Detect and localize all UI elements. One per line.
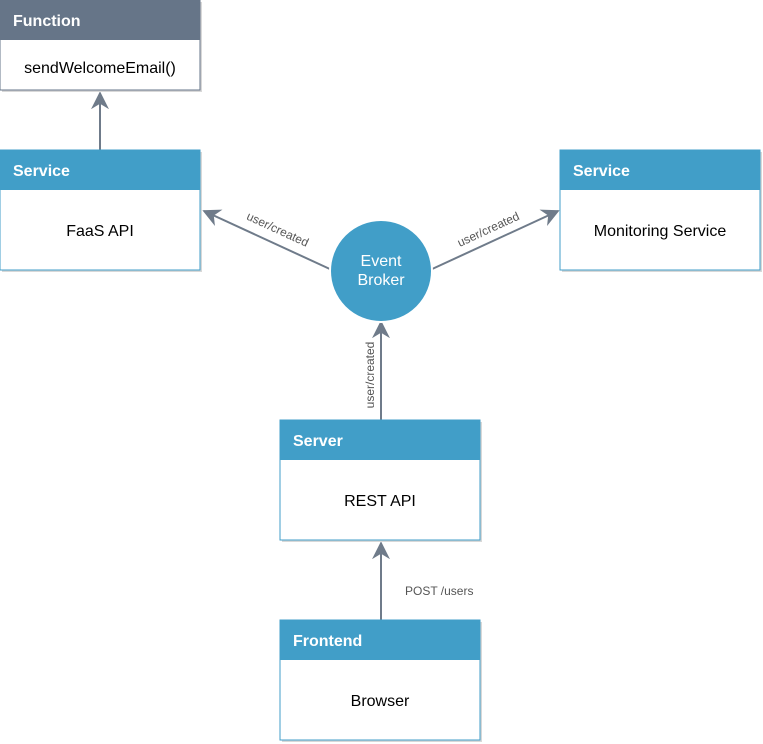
- node-rest-api: Server REST API: [279, 419, 482, 542]
- node-browser-header: [280, 620, 480, 660]
- node-event-broker-line1: Event: [361, 253, 402, 270]
- node-rest-api-label: REST API: [344, 493, 416, 510]
- node-event-broker-circle: [329, 219, 433, 323]
- node-function-label: sendWelcomeEmail(): [24, 60, 176, 77]
- edge-label-broker-to-faas: user/created: [244, 209, 310, 250]
- edge-broker-to-monitoring: [429, 209, 560, 271]
- node-browser-title: Frontend: [293, 633, 362, 650]
- node-faas-api-header: [0, 150, 200, 190]
- edge-label-server-to-broker: user/created: [363, 342, 377, 409]
- node-faas-api-title: Service: [13, 163, 70, 180]
- node-event-broker: Event Broker: [329, 219, 433, 323]
- node-monitoring-service-title: Service: [573, 163, 630, 180]
- node-event-broker-line2: Broker: [357, 272, 405, 289]
- node-monitoring-service-header: [560, 150, 760, 190]
- node-rest-api-title: Server: [293, 433, 343, 450]
- node-browser-label: Browser: [351, 693, 410, 710]
- node-function: Function sendWelcomeEmail(): [0, 0, 202, 92]
- node-function-header: [0, 0, 200, 40]
- edges: [91, 91, 560, 620]
- edge-broker-to-faas: [202, 209, 333, 271]
- node-browser: Frontend Browser: [279, 619, 482, 742]
- node-faas-api: Service FaaS API: [0, 149, 202, 272]
- node-rest-api-header: [280, 420, 480, 460]
- node-faas-api-label: FaaS API: [66, 223, 134, 240]
- edge-label-frontend-to-server: POST /users: [405, 584, 473, 598]
- node-function-title: Function: [13, 13, 81, 30]
- node-monitoring-service-label: Monitoring Service: [594, 223, 727, 240]
- node-monitoring-service: Service Monitoring Service: [559, 149, 762, 272]
